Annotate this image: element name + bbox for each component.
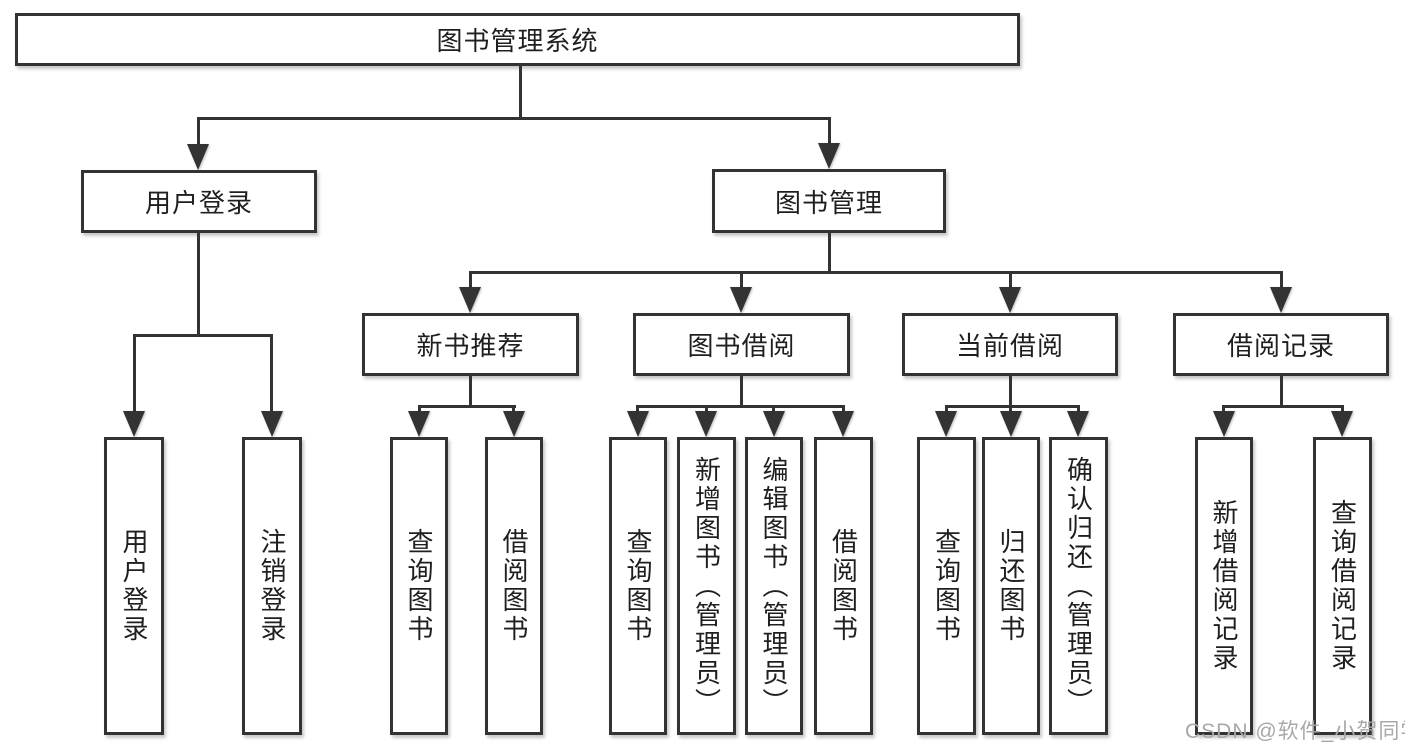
connector-vline — [519, 63, 522, 120]
connector-vline — [1077, 405, 1080, 415]
arrow-down-icon — [1213, 411, 1235, 437]
leaf-borrow-books-recommend: 借阅图书 — [485, 437, 543, 735]
connector-vline — [1009, 405, 1012, 415]
arrow-down-icon — [503, 411, 525, 437]
connector-hline — [637, 405, 844, 408]
connector-vline — [512, 405, 515, 415]
connector-vline — [197, 117, 200, 147]
leaf-query-borrow-record: 查询借阅记录 — [1313, 437, 1372, 735]
arrow-down-icon — [730, 287, 752, 313]
connector-vline — [270, 334, 273, 413]
arrow-down-icon — [763, 411, 785, 437]
leaf-query-books-current: 查询图书 — [917, 437, 976, 735]
arrow-down-icon — [935, 411, 957, 437]
connector-vline — [197, 230, 200, 337]
node-book-management: 图书管理 — [712, 169, 946, 233]
leaf-add-book-admin: 新增图书（管理员） — [677, 437, 736, 735]
connector-vline — [1009, 374, 1012, 407]
arrow-down-icon — [832, 411, 854, 437]
arrow-down-icon — [1270, 287, 1292, 313]
node-current-borrowing: 当前借阅 — [902, 313, 1118, 376]
connector-hline — [469, 271, 1282, 274]
arrow-down-icon — [695, 411, 717, 437]
arrow-down-icon — [1331, 411, 1353, 437]
connector-vline — [740, 271, 743, 290]
connector-vline — [469, 374, 472, 407]
node-user-login: 用户登录 — [81, 170, 317, 233]
connector-vline — [133, 334, 136, 413]
connector-vline — [1222, 405, 1225, 415]
node-book-borrowing: 图书借阅 — [633, 313, 850, 376]
arrow-down-icon — [1067, 411, 1089, 437]
node-library-management-system: 图书管理系统 — [15, 13, 1020, 66]
leaf-query-books-borrowing: 查询图书 — [609, 437, 667, 735]
arrow-down-icon — [1000, 411, 1022, 437]
leaf-return-book: 归还图书 — [982, 437, 1040, 735]
connector-vline — [828, 117, 831, 146]
arrow-down-icon — [818, 143, 840, 169]
connector-vline — [1341, 405, 1344, 415]
connector-vline — [828, 230, 831, 273]
arrow-down-icon — [187, 144, 209, 170]
connector-hline — [1223, 405, 1343, 408]
arrow-down-icon — [408, 411, 430, 437]
leaf-query-books-recommend: 查询图书 — [390, 437, 448, 735]
leaf-borrow-books-borrowing: 借阅图书 — [814, 437, 873, 735]
connector-hline — [197, 117, 831, 120]
leaf-logout: 注销登录 — [242, 437, 302, 735]
connector-vline — [705, 405, 708, 415]
leaf-confirm-return-admin: 确认归还（管理员） — [1049, 437, 1108, 735]
connector-vline — [636, 405, 639, 415]
connector-vline — [842, 405, 845, 415]
connector-vline — [772, 405, 775, 415]
connector-vline — [418, 405, 421, 415]
node-new-book-recommendation: 新书推荐 — [362, 313, 579, 376]
leaf-edit-book-admin: 编辑图书（管理员） — [745, 437, 803, 735]
connector-vline — [469, 271, 472, 290]
arrow-down-icon — [627, 411, 649, 437]
arrow-down-icon — [459, 287, 481, 313]
arrow-down-icon — [261, 411, 283, 437]
connector-hline — [133, 334, 272, 337]
leaf-add-borrow-record: 新增借阅记录 — [1195, 437, 1253, 735]
connector-hline — [418, 405, 516, 408]
connector-hline — [945, 405, 1079, 408]
connector-vline — [1280, 374, 1283, 407]
arrow-down-icon — [123, 411, 145, 437]
connector-vline — [945, 405, 948, 415]
arrow-down-icon — [999, 287, 1021, 313]
connector-vline — [1280, 271, 1283, 290]
watermark-text: CSDN @软件_小贺同学 — [1185, 720, 1405, 743]
connector-vline — [740, 374, 743, 407]
node-borrowing-records: 借阅记录 — [1173, 313, 1389, 376]
leaf-user-login: 用户登录 — [104, 437, 164, 735]
connector-vline — [1009, 271, 1012, 290]
